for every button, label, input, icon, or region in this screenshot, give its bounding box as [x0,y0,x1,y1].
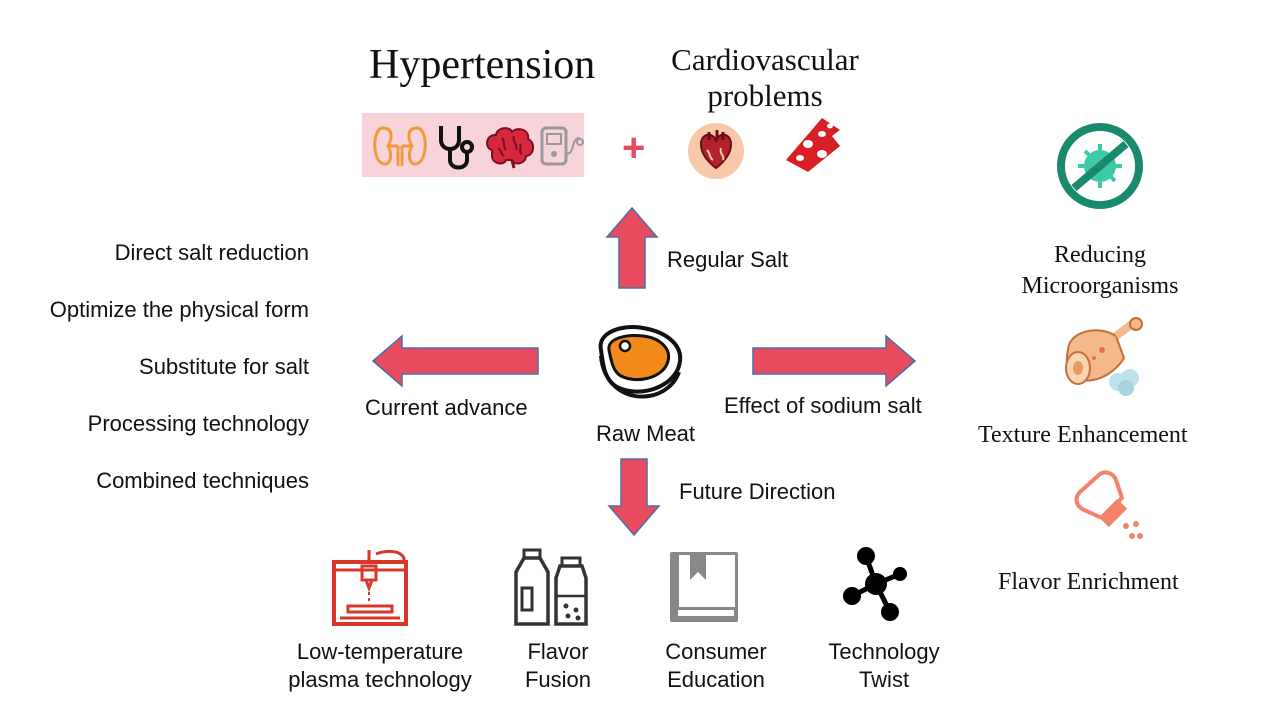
book-icon [670,552,738,622]
cardiovascular-title: Cardiovascular problems [650,42,880,114]
consumer-line1: Consumer [665,639,767,664]
blood-pressure-monitor-icon [540,126,584,166]
technology-line2: Twist [858,667,910,692]
flavor-enrichment-label: Flavor Enrichment [998,569,1179,595]
consumer-education-label: Consumer Education [648,638,784,694]
plus-sign: + [622,126,646,170]
technology-twist-label: Technology Twist [812,638,956,694]
brain-icon [486,127,534,169]
kidneys-icon [373,126,427,166]
low-temperature-plasma-label: Low-temperature plasma technology [272,638,488,694]
raw-meat-label: Raw Meat [596,421,696,446]
reducing-microorganisms-label: Reducing Microorganisms [1000,240,1200,302]
flavor-fusion-label: Flavor Fusion [500,638,616,694]
left-item-processing-technology: Processing technology [87,411,309,436]
current-advance-label: Current advance [365,395,528,420]
left-item-combined-techniques: Combined techniques [96,468,309,493]
no-virus-icon [1057,123,1143,209]
left-item-direct-salt-reduction: Direct salt reduction [114,240,309,265]
consumer-line2: Education [667,667,765,692]
arrow-right [752,334,917,388]
raw-meat-icon [598,325,683,399]
reducing-line1: Reducing [1054,242,1146,268]
left-item-substitute-for-salt: Substitute for salt [139,354,309,379]
technology-line1: Technology [828,639,940,664]
hypertension-title: Hypertension [369,42,596,88]
left-item-optimize-physical-form: Optimize the physical form [49,297,309,322]
cardio-line1: Cardiovascular [671,42,859,77]
bottles-icon [514,548,588,626]
plasma-line2: plasma technology [288,667,472,692]
salt-shaker-icon [1074,470,1143,539]
3d-printer-icon [332,549,408,626]
flavor-line2: Fusion [524,667,592,692]
arrow-down [607,458,661,537]
plasma-line1: Low-temperature [296,639,464,664]
future-direction-label: Future Direction [679,479,836,504]
cardio-line2: problems [707,78,823,113]
texture-enhancement-label: Texture Enhancement [978,422,1188,448]
arrow-left [371,334,539,388]
reducing-line2: Microorganisms [1021,273,1179,299]
stethoscope-icon [439,126,474,170]
heart-icon [688,123,744,179]
blood-vessel-icon [786,118,840,172]
arrow-up [605,206,659,289]
ham-icon [1065,317,1143,396]
effect-of-sodium-salt-label: Effect of sodium salt [724,393,922,418]
flavor-line1: Flavor [527,639,589,664]
molecule-icon [843,547,907,621]
regular-salt-label: Regular Salt [667,247,789,272]
